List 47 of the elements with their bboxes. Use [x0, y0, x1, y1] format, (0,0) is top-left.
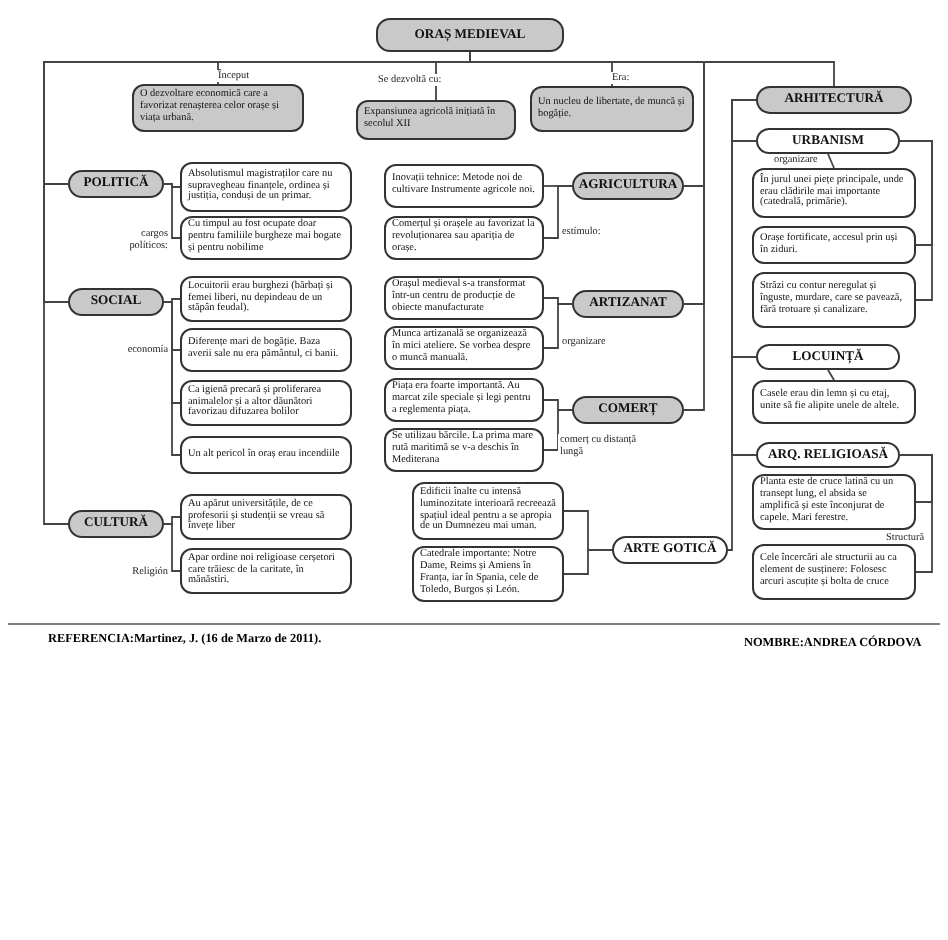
- concept-box: [180, 328, 352, 372]
- connector-line: [727, 99, 757, 551]
- concept-box: [412, 546, 564, 602]
- connector-line: [827, 369, 835, 381]
- concept-box: [180, 162, 352, 212]
- concept-box: [180, 380, 352, 426]
- concept-box: [752, 226, 916, 264]
- concept-box: [384, 326, 544, 370]
- connector-line: [899, 454, 933, 573]
- topic-box: [756, 128, 900, 154]
- concept-box: [752, 380, 916, 424]
- connector-line: [563, 549, 613, 575]
- concept-box: [752, 272, 916, 328]
- concept-box: [180, 548, 352, 594]
- concept-box: [180, 436, 352, 474]
- topic-box: [68, 288, 164, 316]
- topic-box: [572, 172, 684, 200]
- concept-box: [752, 168, 916, 218]
- concept-box: [412, 482, 564, 540]
- connector-line: [543, 303, 573, 349]
- concept-box: [752, 474, 916, 530]
- connector-line: [469, 51, 835, 87]
- topic-box: [756, 442, 900, 468]
- concept-box: [180, 276, 352, 322]
- concept-box: [180, 494, 352, 540]
- connector-line: [543, 185, 573, 239]
- topic-box: [756, 344, 900, 370]
- concept-box: [752, 544, 916, 600]
- topic-box: [612, 536, 728, 564]
- topic-box: [756, 86, 912, 114]
- topic-box: [376, 18, 564, 52]
- concept-box: [132, 84, 304, 132]
- topic-box: [68, 510, 164, 538]
- concept-box: [384, 164, 544, 208]
- topic-box: [572, 396, 684, 424]
- topic-box: [572, 290, 684, 318]
- concept-box: [384, 378, 544, 422]
- concept-box: [384, 216, 544, 260]
- concept-box: [384, 428, 544, 472]
- concept-box: [384, 276, 544, 320]
- connector-line: [899, 140, 933, 301]
- concept-box: [530, 86, 694, 132]
- concept-box: [356, 100, 516, 140]
- connector-line: [163, 523, 181, 572]
- topic-box: [68, 170, 164, 198]
- connector-line: [827, 153, 835, 169]
- concept-box: [180, 216, 352, 260]
